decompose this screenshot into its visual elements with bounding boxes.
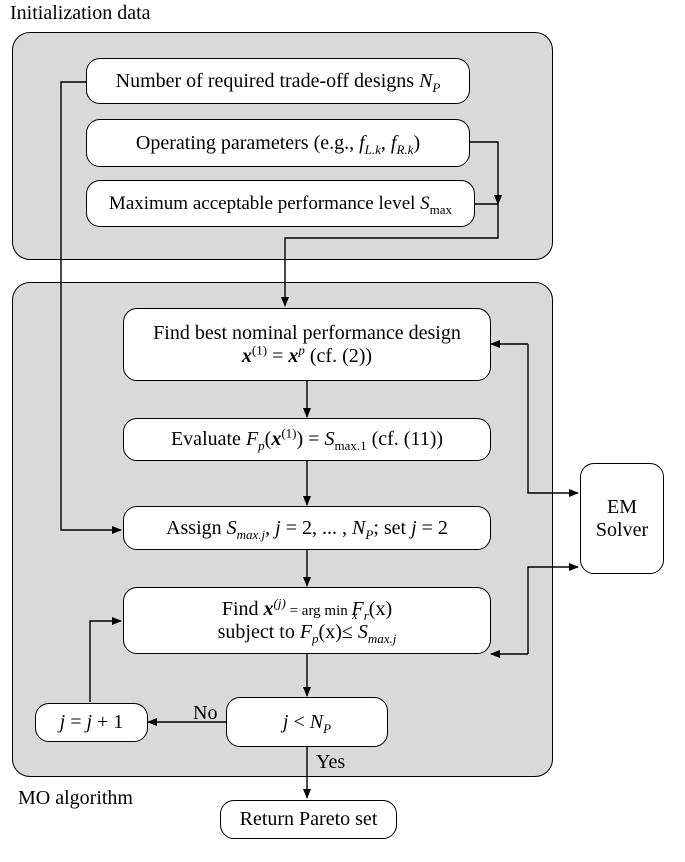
smax-line (281, 203, 499, 307)
argmin-subscript: x (352, 608, 358, 622)
operating-params-line (470, 141, 502, 205)
yes-label: Yes (316, 751, 346, 773)
np-box: Number of required trade-off designs NP (86, 58, 470, 104)
return-pareto-box: Return Pareto set (220, 800, 397, 839)
assign-box: Assign Smax.j, j = 2, ... , NP; set j = … (123, 506, 491, 550)
mo-algorithm-title: MO algorithm (18, 787, 133, 809)
find-best-design-box: Find best nominal performance design x(1… (123, 308, 491, 381)
find-optimum-box: Find x(j) = arg min Fr(x) subject to Fp(… (123, 587, 491, 654)
np-to-assign-line (60, 81, 122, 534)
smax-box: Maximum acceptable performance level Sma… (86, 180, 475, 227)
condition-box: j < NP (226, 697, 388, 747)
initialization-title: Initialization data (10, 2, 151, 24)
solver-find-link (527, 563, 579, 654)
no-label: No (193, 702, 218, 724)
solver-findbest-link (527, 344, 579, 497)
evaluate-box: Evaluate Fp(x(1)) = Smax.1 (cf. (11)) (123, 418, 491, 461)
operating-parameters-box: Operating parameters (e.g., fL.k, fR.k) (86, 119, 470, 167)
increment-to-find-arrow (89, 617, 122, 702)
increment-box: j = j + 1 (35, 703, 148, 742)
